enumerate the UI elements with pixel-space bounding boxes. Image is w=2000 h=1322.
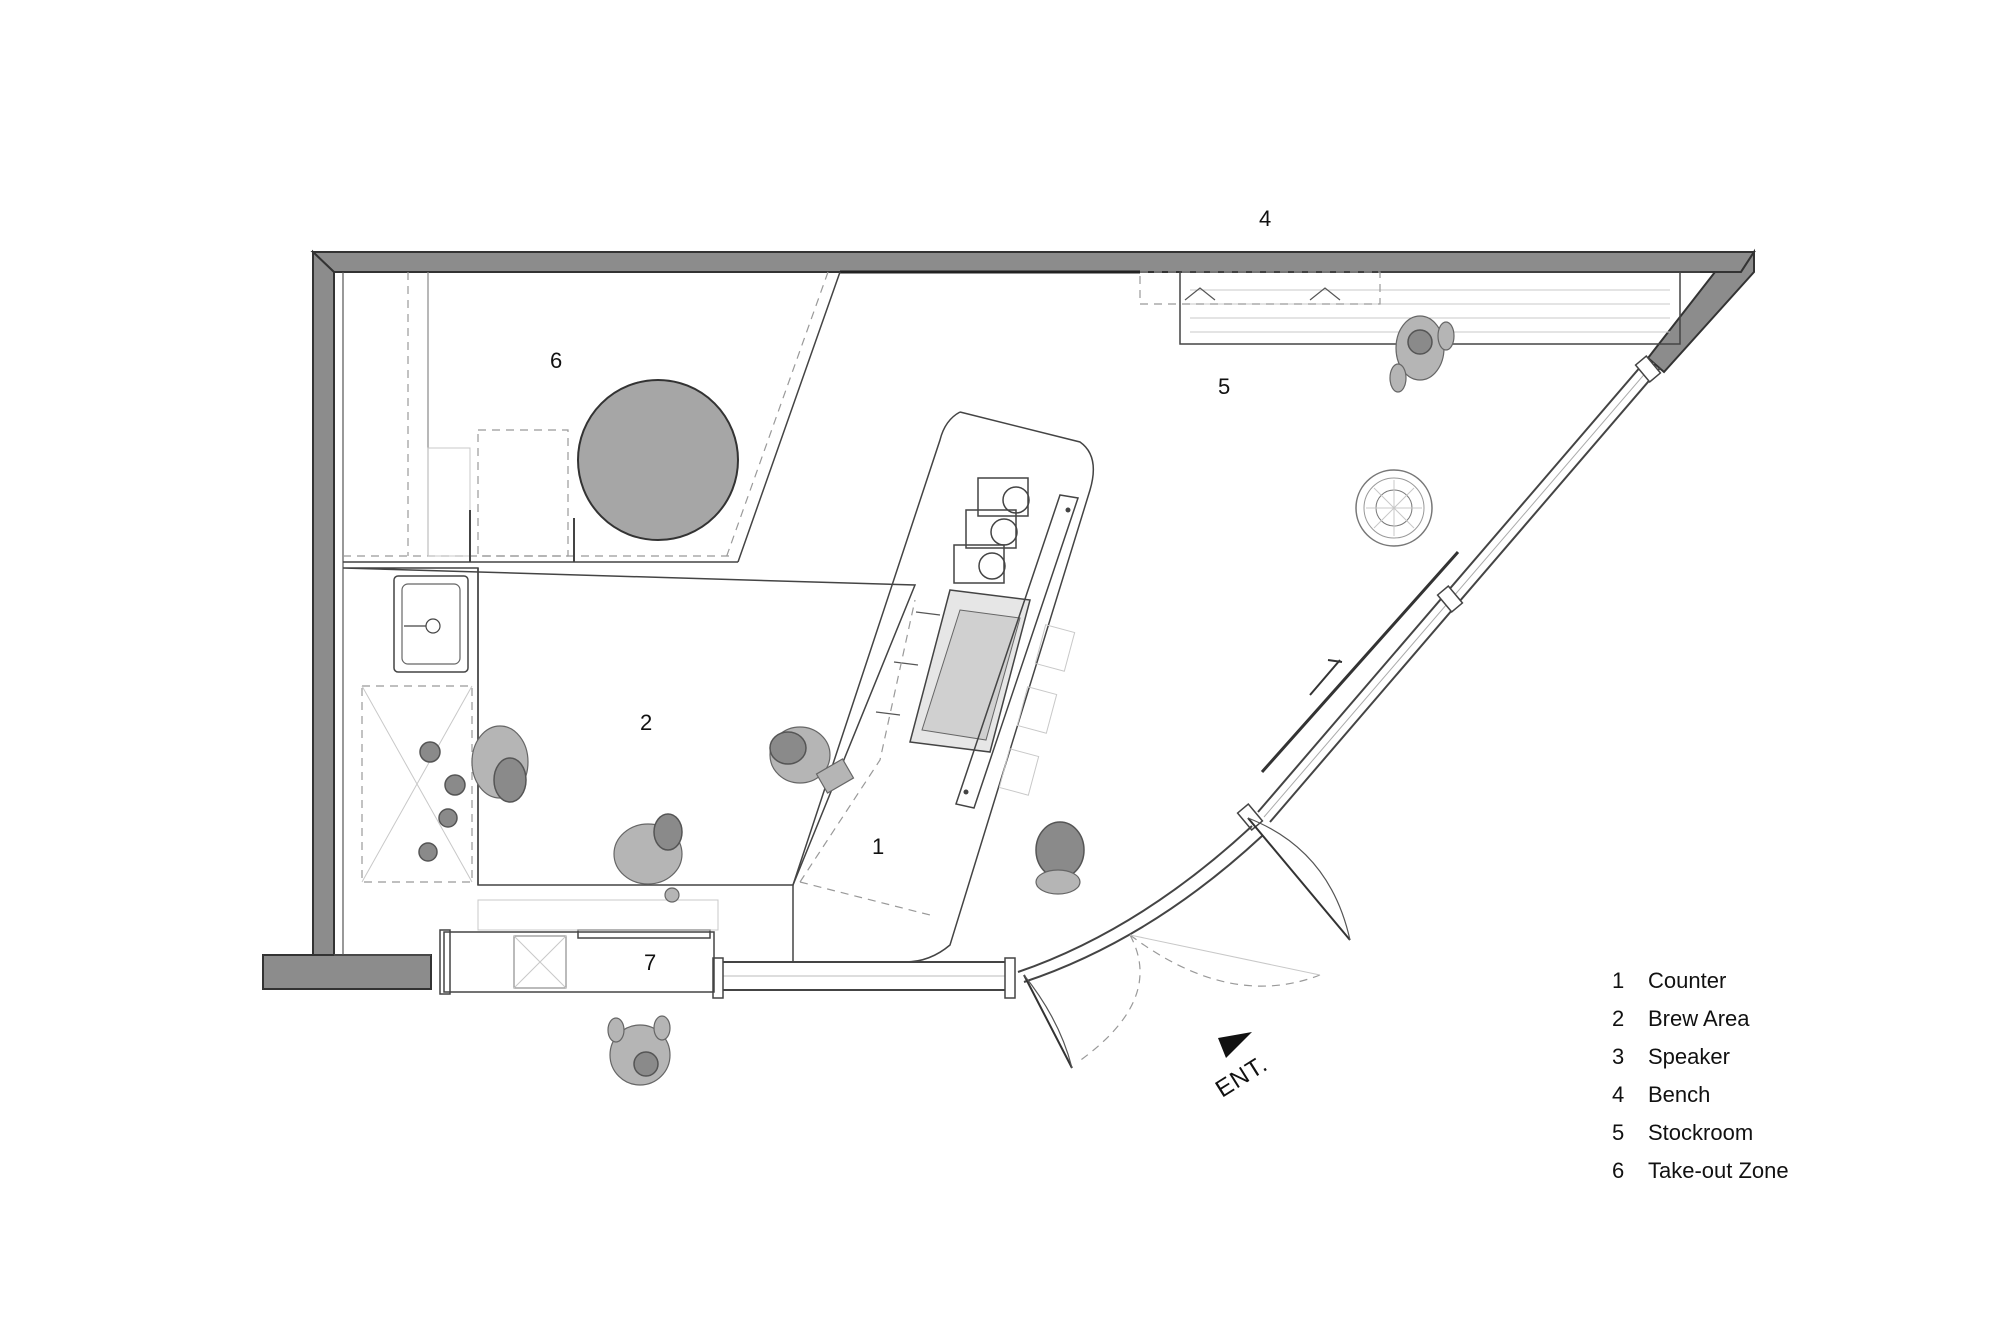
legend-number: 5: [1612, 1120, 1625, 1145]
legend-item-bench: 4 Bench: [1612, 1082, 1952, 1120]
legend-label: Counter: [1648, 968, 1727, 993]
legend-label: Speaker: [1648, 1044, 1730, 1069]
legend-number: 3: [1612, 1044, 1625, 1069]
front-facade: [439, 825, 1263, 999]
mullion: [1634, 355, 1662, 383]
zone-label-counter: 1: [872, 834, 884, 859]
zone-label-takeout: 6: [550, 348, 562, 373]
person-brew-3: [613, 813, 683, 903]
zone-label-brew: 2: [640, 710, 652, 735]
entrance-label: ENT.: [1211, 1051, 1273, 1104]
legend-number: 6: [1612, 1158, 1625, 1183]
legend-item-stockroom: 5 Stockroom: [1612, 1120, 1952, 1158]
legend-item-counter: 1 Counter: [1612, 968, 1952, 1006]
legend-item-speaker: 3 Speaker: [1612, 1044, 1952, 1082]
legend-number: 4: [1612, 1082, 1625, 1107]
shelf-area-7: [443, 931, 715, 993]
people: [418, 315, 1455, 1086]
legend-label: Stockroom: [1648, 1120, 1754, 1145]
exterior-walls: [262, 248, 1756, 990]
legend-label: Take-out Zone: [1648, 1158, 1789, 1183]
sink: [393, 575, 469, 673]
wall-top: [310, 251, 1756, 273]
zone-label-7: 7: [644, 950, 656, 975]
zone-label-bench: 4: [1259, 206, 1271, 231]
bench: [840, 270, 1700, 345]
legend-number: 1: [1612, 968, 1625, 993]
legend: 1 Counter 2 Brew Area 3 Speaker 4 Bench …: [1612, 968, 1952, 1196]
person-brew-2: [769, 726, 855, 794]
person-brew-1: [418, 725, 529, 862]
person-counter: [1035, 821, 1085, 895]
legend-item-brew-area: 2 Brew Area: [1612, 1006, 1952, 1044]
round-table: [577, 379, 739, 541]
brew-area: [342, 567, 917, 931]
entrance-doors: [1023, 817, 1351, 1069]
legend-label: Bench: [1648, 1082, 1711, 1107]
wall-left: [312, 249, 335, 956]
mullion: [1436, 585, 1464, 613]
wall-bottom-left-stub: [262, 954, 432, 990]
takeout-partitions: [343, 271, 841, 563]
legend-number: 2: [1612, 1006, 1625, 1031]
speaker: [1355, 469, 1433, 547]
legend-label: Brew Area: [1648, 1006, 1750, 1031]
main-counter: [792, 411, 1095, 963]
person-bench: [1389, 315, 1455, 393]
person-outside: [607, 1015, 671, 1086]
wall-top-right: [1646, 248, 1755, 374]
zone-label-stockroom: 5: [1218, 374, 1230, 399]
legend-item-takeout-zone: 6 Take-out Zone: [1612, 1158, 1952, 1196]
mullion: [1236, 803, 1264, 831]
glazed-facade: [1236, 355, 1662, 831]
entrance-arrow-icon: [1218, 1032, 1252, 1058]
